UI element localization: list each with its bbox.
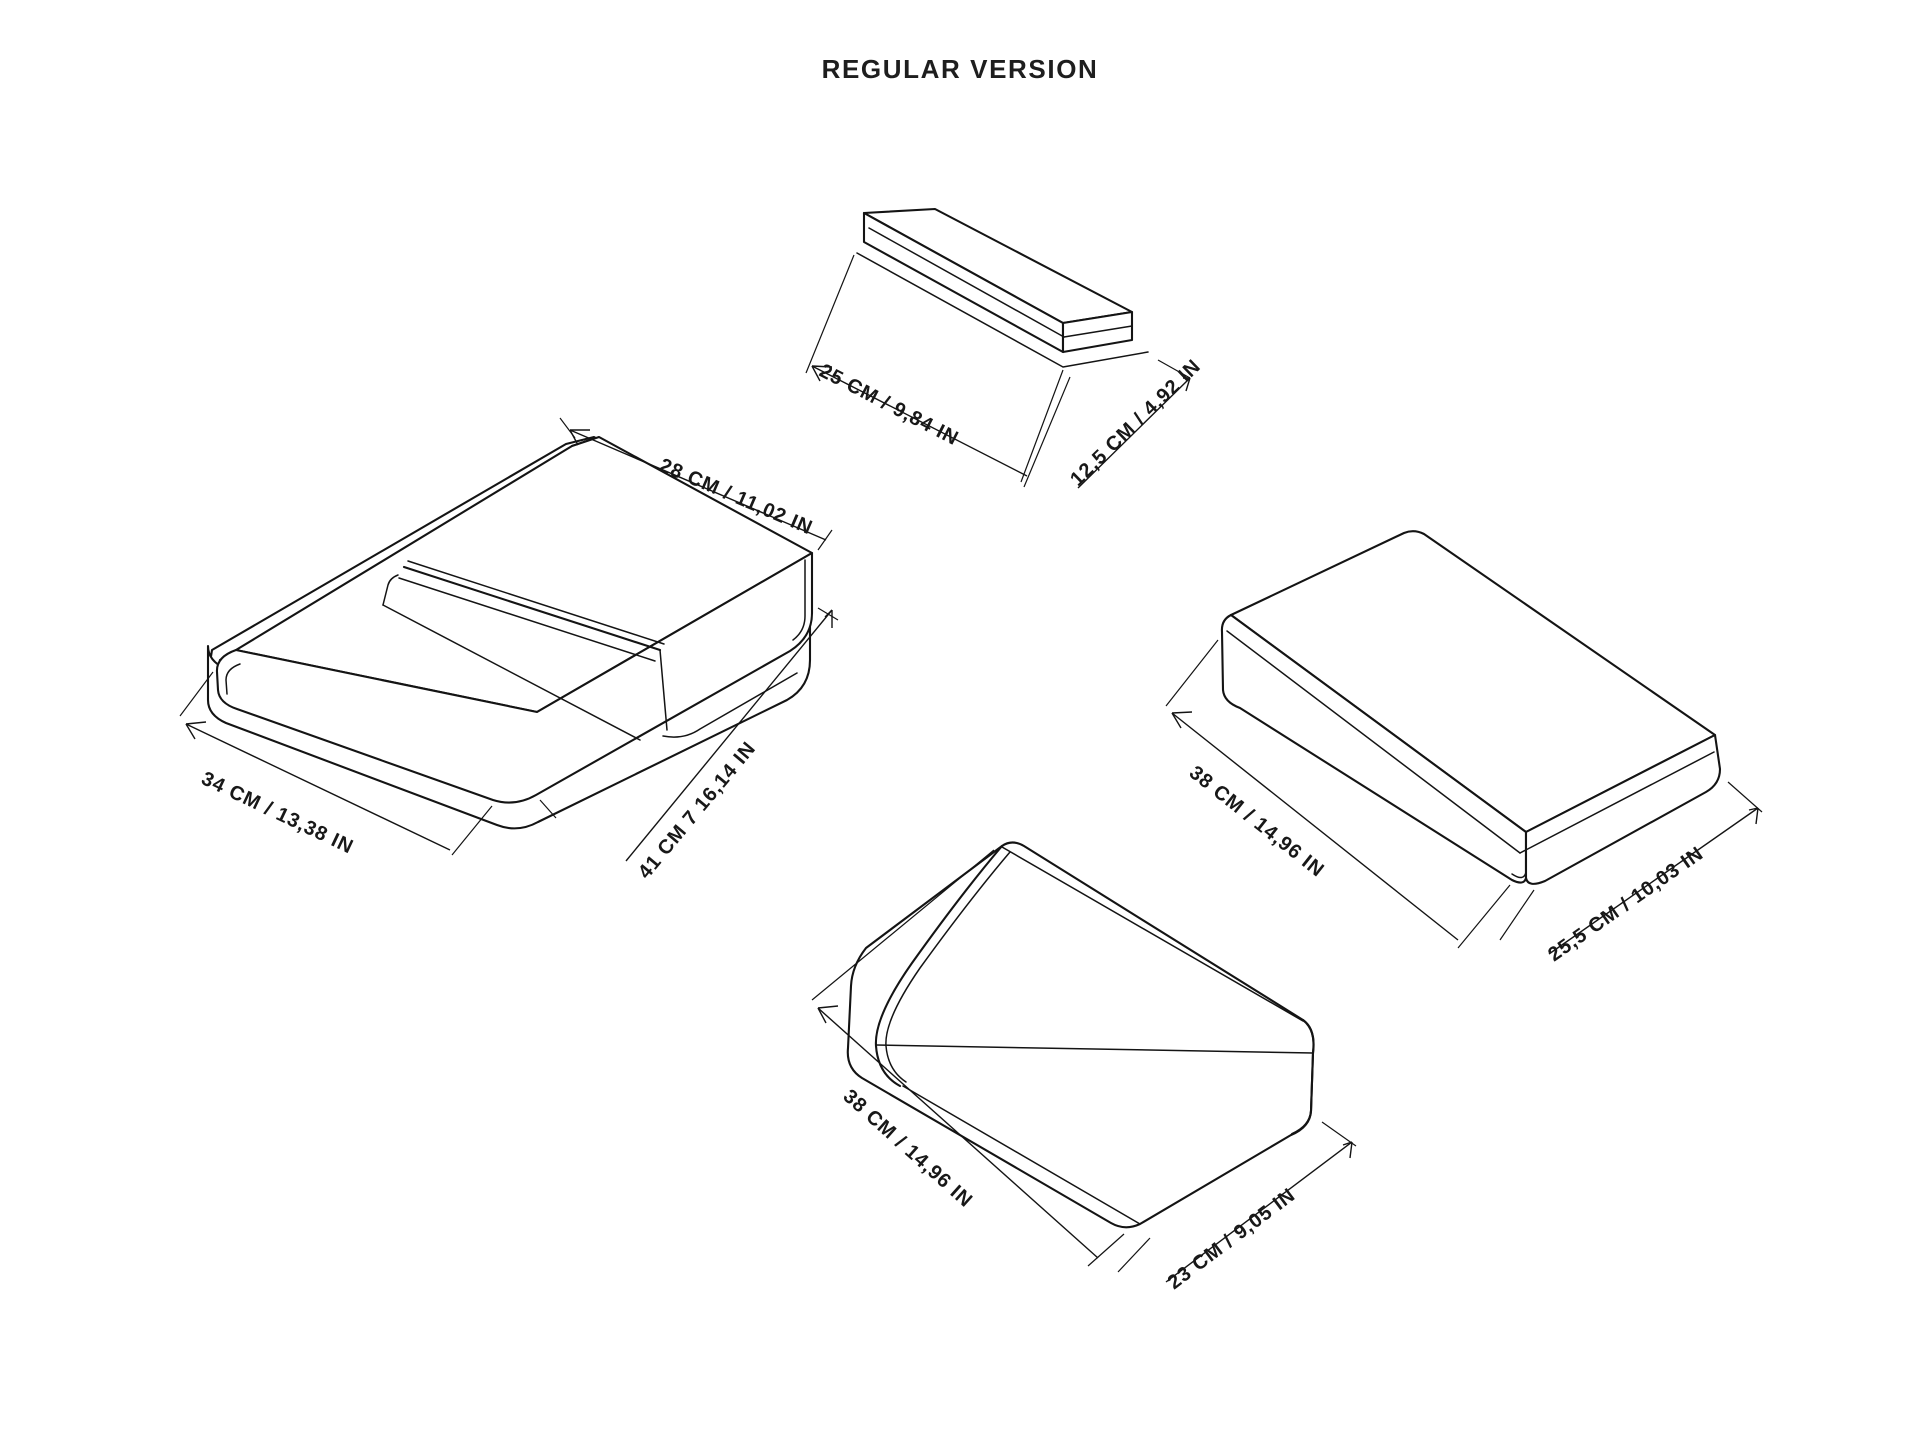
right-block-corner-round-2 <box>1511 871 1527 879</box>
left-large-fold-line-c <box>407 560 665 645</box>
dim-label-top-small-width: 25 CM / 9,84 IN <box>816 360 962 450</box>
view-right-block: 38 CM / 14,96 IN 25,5 CM / 10,03 IN <box>1165 530 1763 966</box>
left-large-front-band <box>215 551 814 804</box>
bottom-rolled-right-cap <box>1290 1018 1315 1136</box>
left-large-panel-edge-lower <box>382 604 641 741</box>
right-block-seam-front <box>1519 751 1715 854</box>
dim-left-large-depth <box>179 671 493 856</box>
bottom-rolled-top-seam <box>1001 846 1304 1022</box>
left-large-fold-line-b <box>398 577 656 662</box>
bottom-rolled-front-fold-inner <box>885 851 1011 1083</box>
page-title: REGULAR VERSION <box>821 54 1099 84</box>
dim-label-top-small-depth: 12,5 CM / 4,92 IN <box>1066 355 1205 490</box>
left-large-front-lip <box>225 663 241 695</box>
dim-label-bottom-rolled-depth: 23 CM / 9,05 IN <box>1164 1184 1300 1294</box>
top-small-seam-right <box>1063 325 1133 338</box>
left-large-panel-edge-right <box>659 649 668 731</box>
dim-bottom-rolled-depth <box>1117 1121 1357 1283</box>
view-left-large-mat: 28 CM / 11,02 IN 34 CM / 13,38 IN 41 CM … <box>179 417 839 883</box>
top-small-seam-upper <box>868 227 1065 338</box>
view-bottom-rolled-cushion: 38 CM / 14,96 IN 23 CM / 9,05 IN <box>811 841 1357 1294</box>
right-block-corner-round <box>1221 614 1232 631</box>
dim-left-large-width <box>559 417 833 551</box>
dim-left-large-length <box>539 607 839 862</box>
left-large-fold-line-a <box>402 565 662 652</box>
left-large-front-lip-2 <box>792 559 806 641</box>
dim-right-block-depth <box>1499 781 1763 955</box>
dim-right-block-width <box>1165 639 1511 949</box>
bottom-rolled-bottom-seam <box>902 1085 1141 1225</box>
right-block-top-face <box>1229 530 1717 834</box>
bottom-rolled-long-seam <box>875 1044 1314 1054</box>
view-top-small-pad: 25 CM / 9,84 IN 12,5 CM / 4,92 IN <box>805 207 1205 491</box>
top-small-bottom-contour <box>856 252 1149 368</box>
dim-top-small-depth <box>1023 359 1191 489</box>
right-block-seam-left <box>1226 630 1521 854</box>
dim-label-left-large-depth: 34 CM / 13,38 IN <box>198 768 357 859</box>
left-large-panel-edge-left <box>382 574 399 606</box>
dim-bottom-rolled-width <box>811 849 1125 1267</box>
right-block-front-face <box>1524 733 1722 885</box>
dim-top-small-width <box>805 254 1064 483</box>
left-large-right-round <box>662 672 798 738</box>
